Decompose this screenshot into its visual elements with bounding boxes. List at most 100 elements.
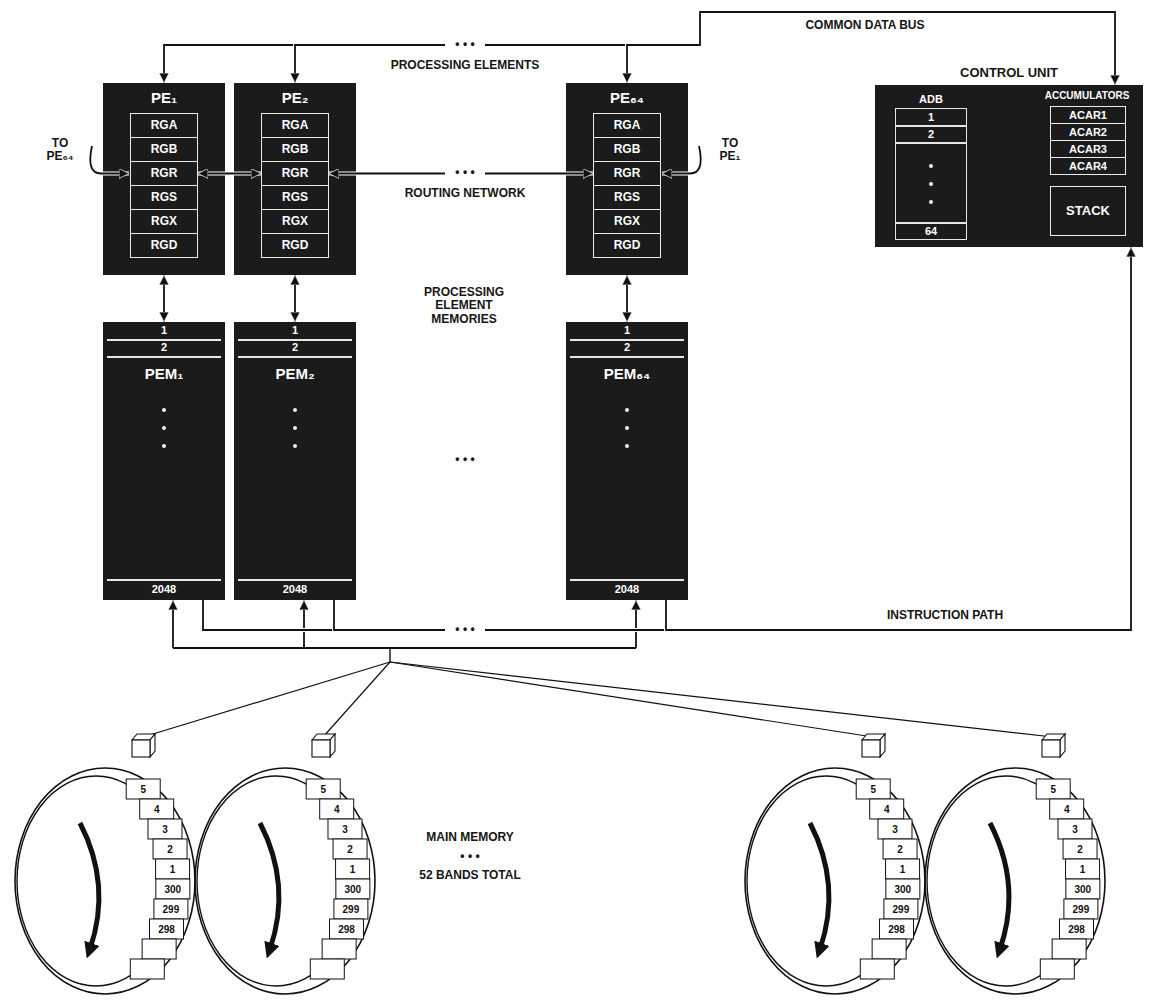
connector [295, 12, 1115, 85]
register-box: RGR [593, 161, 661, 186]
drum-band-text: 298 [1060, 919, 1094, 939]
fan-line [390, 662, 873, 737]
connector [294, 275, 296, 322]
drum-band-text: 2 [333, 839, 367, 859]
register-box-text: RGS [131, 186, 197, 209]
drum-band-text: 299 [334, 899, 368, 919]
text-slot: RGD [131, 234, 197, 257]
drum-band-text: 299 [884, 899, 918, 919]
ellipsis-dot [162, 408, 166, 412]
label-slot: COMMON DATA BUS [780, 18, 950, 34]
ellipsis-dot [625, 408, 629, 412]
drum-band-text: 2 [883, 839, 917, 859]
connector-halo [334, 247, 1131, 630]
adb-column-text: 1 [895, 109, 967, 125]
read-head [1042, 734, 1065, 757]
register-box-text: RGR [594, 162, 660, 185]
register-box: RGD [130, 233, 198, 258]
text-slot: RGA [131, 114, 197, 137]
connector [198, 173, 261, 175]
text-slot: 1 [1066, 859, 1100, 879]
adb-column-text: 2 [895, 126, 967, 142]
text-slot: RGD [594, 234, 660, 257]
connector-group [627, 12, 1115, 85]
pe-memory-text: 2 [566, 340, 688, 355]
drum-band-text: 3 [1058, 819, 1092, 839]
row-line [238, 579, 352, 581]
register-box-text: RGX [594, 210, 660, 233]
bus-arrow [635, 600, 637, 648]
text-slot: 4 [320, 799, 354, 819]
drum-outline [740, 765, 930, 997]
text-slot: 298 [880, 919, 914, 939]
ellipsis-dot [162, 426, 166, 430]
control-unit: ADB1264ACAR1ACAR2ACAR3ACAR4STACKCONTROL … [875, 85, 1143, 247]
loop-arrow [90, 146, 129, 174]
fan-line [390, 662, 1053, 737]
ellipsis-dot [293, 426, 297, 430]
text-slot: RGR [262, 162, 328, 185]
connector-group [164, 12, 1115, 85]
read-head [312, 734, 335, 757]
row-line [107, 579, 221, 581]
control-unit-text: CONTROL UNIT [875, 64, 1143, 82]
label-slot: TO PE₆₄ [40, 134, 80, 166]
connector [163, 275, 165, 322]
label-slot: 52 BANDS TOTAL [390, 868, 550, 884]
text-slot: 1 [234, 323, 356, 338]
register-box-text: RGS [594, 186, 660, 209]
drum-band-text: 300 [886, 879, 920, 899]
text-slot: PE₆₄ [566, 87, 688, 109]
text-slot: PEM₁ [103, 362, 225, 386]
label-slot: TO PE₁ [712, 134, 748, 166]
drum-band-text: 4 [1050, 799, 1084, 819]
label-slot: • • • [440, 452, 490, 468]
register-box: RGA [130, 113, 198, 138]
connector-halo [666, 247, 1131, 630]
row-line [895, 125, 967, 127]
fan-line [389, 648, 390, 662]
text-slot: 1 [156, 859, 190, 879]
diagram-label: • • • [445, 166, 485, 180]
register-box: RGB [130, 137, 198, 162]
register-box-text: RGX [262, 210, 328, 233]
drum-band: 54321300299298 [190, 765, 380, 997]
accumulator-register-text: ACAR2 [1051, 124, 1125, 140]
pe-memory-text: 2 [234, 340, 356, 355]
memory-bus [173, 647, 636, 649]
text-slot: PE₁ [103, 87, 225, 109]
text-slot: 2 [153, 839, 187, 859]
register-box-text: RGB [131, 138, 197, 161]
text-slot: ACAR2 [1051, 124, 1125, 140]
connector [666, 247, 1131, 630]
label-slot: ACCUMULATORS [1036, 88, 1138, 102]
text-slot: PEM₆₄ [566, 362, 688, 386]
text-slot: 5 [1036, 779, 1070, 799]
text-slot: STACK [1051, 187, 1125, 235]
text-slot: RGB [131, 138, 197, 161]
processing-element: RGARGBRGRRGSRGXRGDPE₁ [103, 83, 225, 275]
connector [164, 12, 1115, 85]
text-slot: 2 [1063, 839, 1097, 859]
text-slot: 1 [566, 323, 688, 338]
pe-memory-text: 2 [103, 340, 225, 355]
text-slot: RGB [262, 138, 328, 161]
drum-band-text: 1 [156, 859, 190, 879]
row-line [570, 579, 684, 581]
text-slot: 2048 [234, 581, 356, 598]
drum-band-text: 5 [126, 779, 160, 799]
drum-band: 54321300299298 [920, 765, 1110, 997]
read-head [132, 734, 155, 757]
connector-halo [329, 172, 593, 176]
stack-box: STACK [1050, 186, 1126, 236]
drum-band-text: 5 [856, 779, 890, 799]
register-box-text: RGR [262, 162, 328, 185]
diagram-label: TO PE₁ [712, 134, 748, 166]
register-box: RGB [593, 137, 661, 162]
text-slot: 1 [103, 323, 225, 338]
diagram-label: PROCESSING ELEMENT MEMORIES [404, 284, 524, 328]
pe-memory-text: 2048 [234, 581, 356, 598]
register-box: RGS [261, 185, 329, 210]
drum-outline [920, 765, 1110, 997]
connector-group [329, 173, 593, 174]
